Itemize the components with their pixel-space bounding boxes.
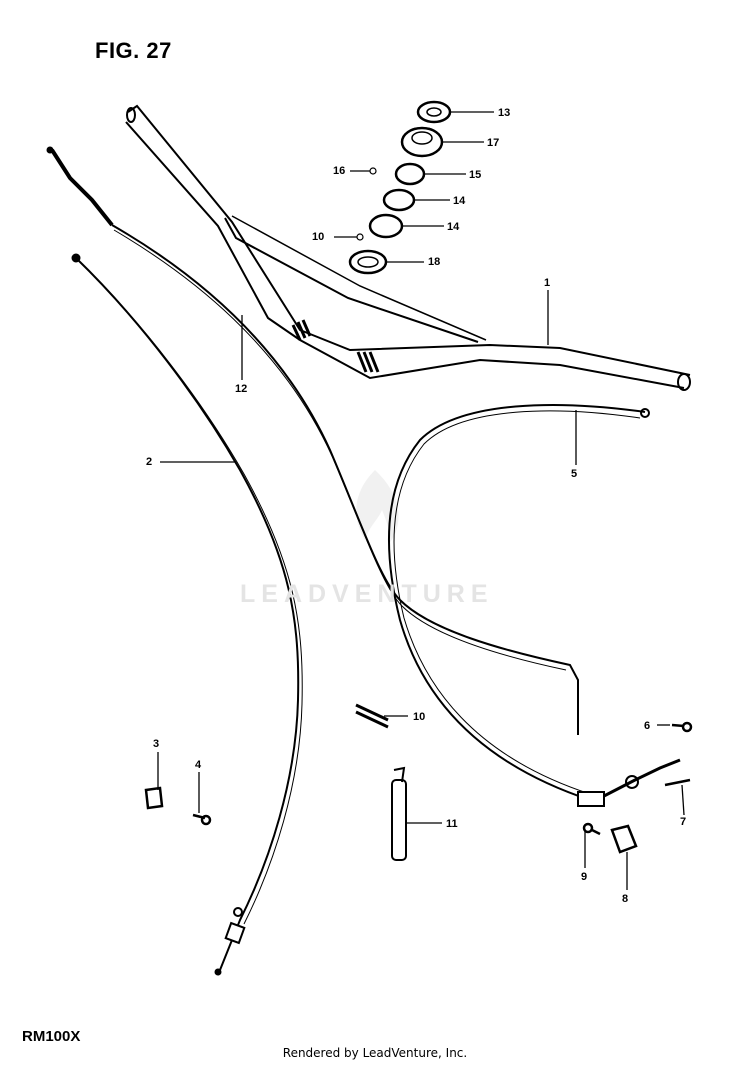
callout-8: 8 — [622, 893, 629, 905]
callout-2: 2 — [146, 456, 153, 468]
callout-7: 7 — [680, 816, 687, 828]
callout-18: 18 — [428, 256, 441, 268]
callout-14-upper: 14 — [453, 195, 466, 207]
callout-11: 11 — [446, 818, 458, 830]
leader-lines — [157, 111, 685, 890]
part-9-screw — [582, 822, 601, 836]
callout-10-lower: 10 — [413, 711, 426, 723]
throttle-cable — [46, 146, 579, 735]
callout-6: 6 — [644, 720, 651, 732]
callout-16: 16 — [333, 165, 346, 177]
callout-1: 1 — [544, 277, 551, 289]
callout-3: 3 — [153, 738, 160, 750]
callout-12: 12 — [235, 383, 248, 395]
callout-14-lower: 14 — [447, 221, 460, 233]
handlebar — [125, 104, 691, 391]
callout-17: 17 — [487, 137, 500, 149]
footer-credit: Rendered by LeadVenture, Inc. — [282, 1046, 468, 1060]
callout-4: 4 — [195, 759, 202, 771]
callout-15: 15 — [469, 169, 482, 181]
part-6-screw — [671, 721, 693, 733]
callout-13: 13 — [498, 107, 511, 119]
figure-title: FIG. 27 — [95, 38, 172, 63]
callout-10-upper: 10 — [312, 231, 325, 243]
callout-5: 5 — [571, 468, 578, 480]
clutch-cable — [71, 253, 303, 976]
part-11-boot — [391, 766, 407, 861]
cable-5 — [388, 404, 681, 807]
callout-9: 9 — [581, 871, 588, 883]
part-4-screw — [192, 813, 212, 826]
part-7-pin — [664, 778, 691, 787]
model-code: RM100X — [22, 1028, 81, 1045]
watermark: LEADVENTURE — [240, 580, 494, 608]
steering-bearing-stack — [348, 100, 452, 275]
watermark-flame-icon — [356, 470, 399, 545]
part-8-block — [610, 824, 638, 854]
part-3-holder — [144, 786, 164, 810]
part-10-clip — [355, 703, 389, 729]
